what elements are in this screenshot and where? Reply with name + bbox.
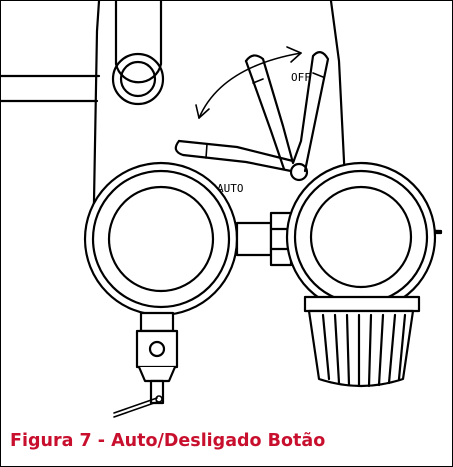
lever-pivot [289,162,309,182]
right-gauge [285,161,437,313]
housing-body [91,1,443,235]
knurled-knob [303,295,421,388]
auto-label: AUTO [217,182,244,195]
center-coupling [235,211,293,267]
rotation-arrow [195,46,302,119]
figure-caption: Figura 7 - Auto/Desligado Botão [10,431,326,451]
valve-switch-diagram: OFF AUTO [1,1,443,418]
bottom-fitting [113,311,179,418]
mounting-bracket [111,1,165,106]
left-gauge [83,161,239,317]
lever-auto-position [174,139,295,173]
lever-off-position [244,51,330,173]
off-label: OFF [291,71,311,84]
left-pipe [1,74,101,103]
